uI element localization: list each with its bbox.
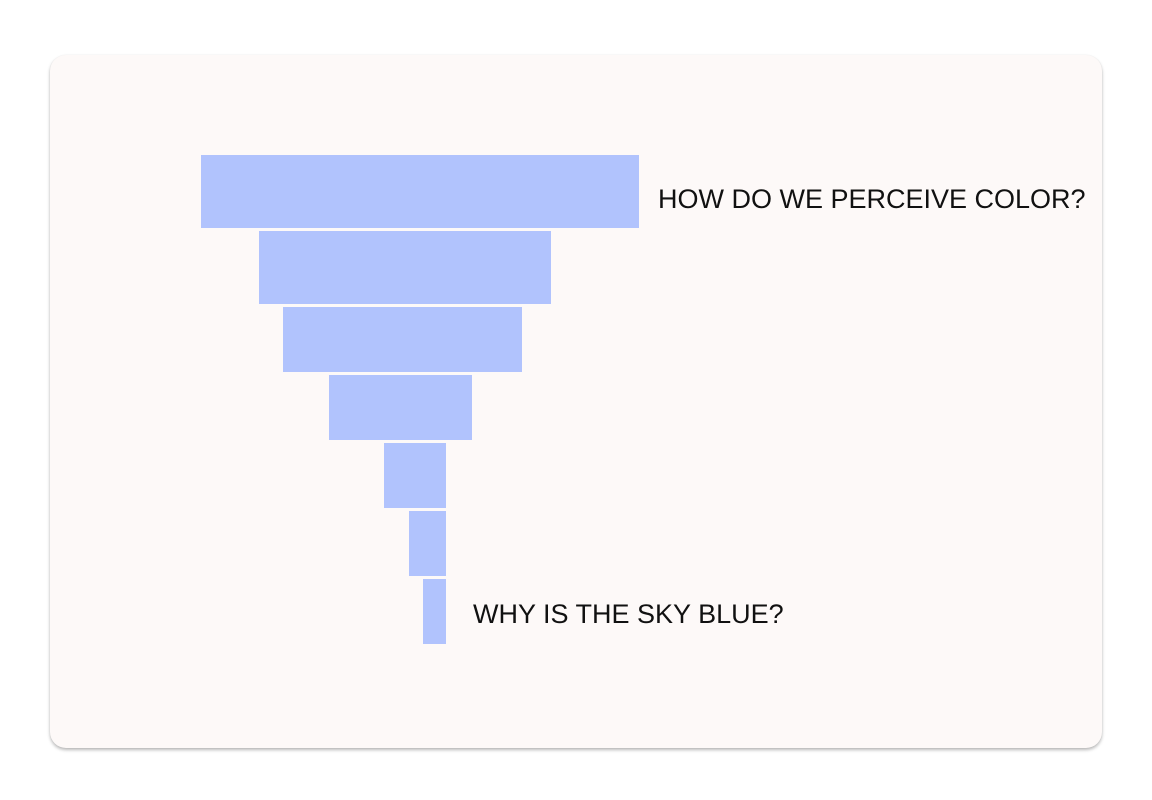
funnel-level-3 xyxy=(283,307,522,372)
bottom-question-label: WHY IS THE SKY BLUE? xyxy=(473,599,784,629)
top-question-label: HOW DO WE PERCEIVE COLOR? xyxy=(658,184,1086,214)
funnel-level-6 xyxy=(409,511,446,576)
funnel-level-5 xyxy=(384,443,446,508)
funnel-level-1 xyxy=(201,155,639,228)
funnel-level-2 xyxy=(259,231,551,304)
funnel-level-7 xyxy=(423,579,446,644)
funnel-level-4 xyxy=(329,375,472,440)
